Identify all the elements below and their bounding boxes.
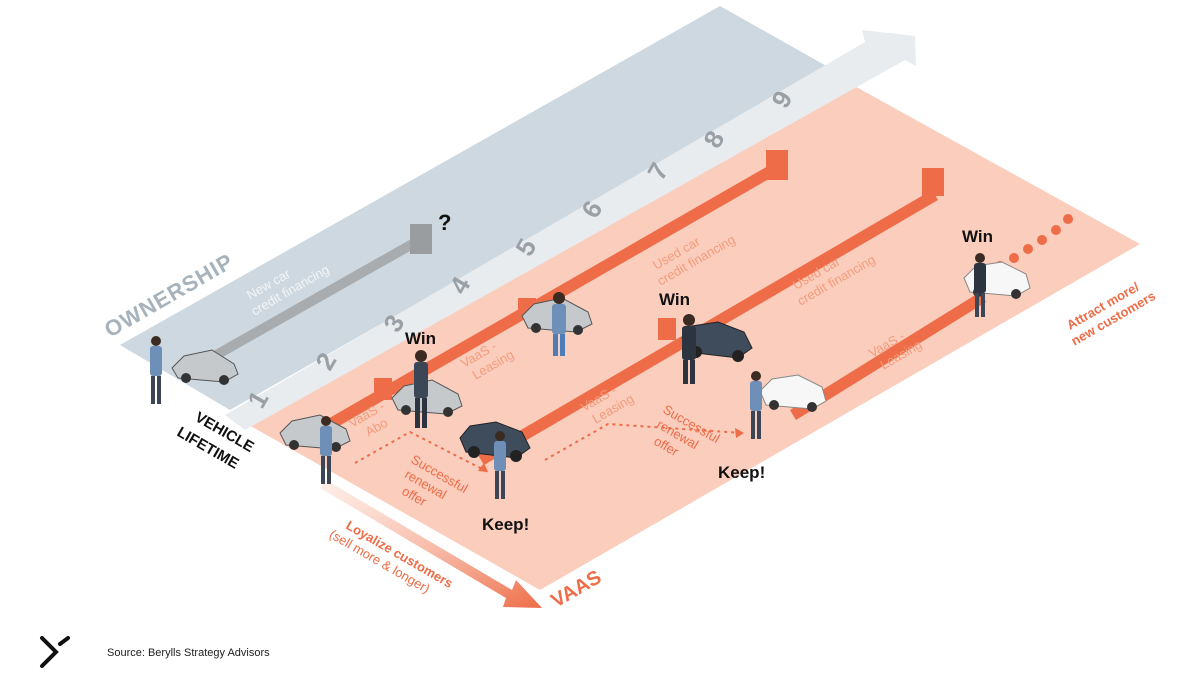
vaas-abo-label: VaaS - Abo [346, 396, 398, 444]
person-lane2-keep [494, 431, 506, 499]
vehicle-lifetime-arrow [225, 30, 916, 430]
win-label-1: Win [405, 329, 436, 348]
person-lane1-win [414, 350, 428, 428]
lane-1-bar [312, 162, 781, 438]
person-lane1-start [320, 416, 332, 484]
keep-label-2: Keep! [718, 463, 765, 482]
win-label-2: Win [659, 290, 690, 309]
new-car-bar-end [410, 224, 432, 254]
car-ownership [171, 349, 239, 385]
car-lane2-start [459, 421, 531, 462]
renewal-connector-2 [544, 422, 743, 461]
attract-label: Attract more/ new customers [1061, 274, 1158, 348]
berylls-logo-icon [40, 636, 70, 668]
lane-2-bar-end [922, 168, 944, 196]
question-mark: ? [438, 210, 451, 235]
person-lane3-keep [750, 371, 762, 439]
keep-label-1: Keep! [482, 515, 529, 534]
car-lane3-start [759, 374, 827, 412]
lane-1-bar-end [766, 150, 788, 180]
source-note: Source: Berylls Strategy Advisors [107, 647, 270, 659]
lane-2-marker [658, 318, 676, 340]
renewal-connector-1 [354, 430, 489, 473]
new-car-bar [208, 234, 426, 362]
lane-1-marker-1 [374, 378, 392, 400]
win-label-3: Win [962, 227, 993, 246]
person-ownership [150, 336, 162, 404]
loyalize-arrow [320, 480, 542, 608]
people-illustrations [150, 253, 986, 499]
person-lane3-win [974, 253, 986, 317]
person-lane1-mid [552, 292, 566, 356]
car-lane1-start [279, 414, 351, 452]
person-lane2-win [682, 314, 696, 384]
lane-3-bar [790, 292, 986, 420]
